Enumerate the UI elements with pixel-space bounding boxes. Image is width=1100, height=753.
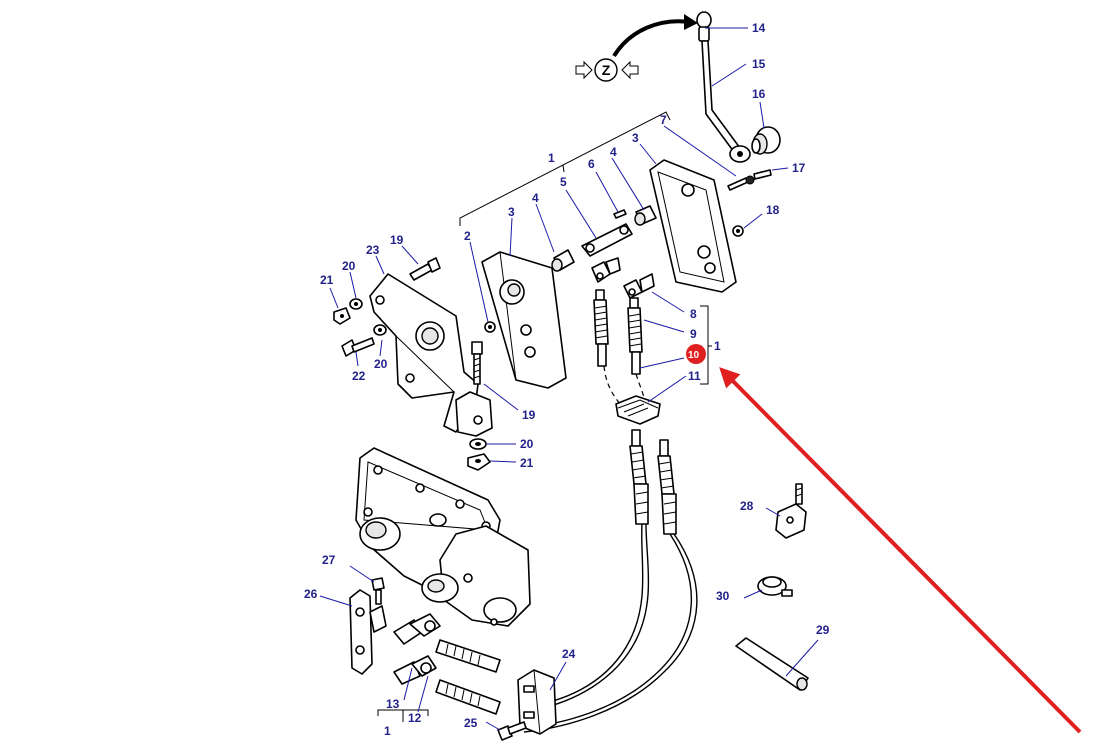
nut-21-bottom xyxy=(467,453,491,471)
callout-13: 13 xyxy=(386,697,400,711)
cable-end-upper-right xyxy=(627,297,643,375)
pin-6 xyxy=(613,209,627,219)
callout-19-top: 19 xyxy=(390,233,404,247)
z-circle xyxy=(594,58,618,82)
plate-right xyxy=(649,159,737,293)
callout-1-right: 1 xyxy=(714,339,721,353)
shift-cables xyxy=(519,523,698,733)
callout-29: 29 xyxy=(816,623,830,637)
group-bracket-bottom xyxy=(377,709,429,722)
ball-joint-lower xyxy=(393,655,501,715)
bolt-22 xyxy=(341,337,375,357)
plate-left xyxy=(481,251,567,389)
bolt-17 xyxy=(727,169,772,191)
callout-22: 22 xyxy=(352,369,366,383)
callout-1-top: 1 xyxy=(548,151,555,165)
callout-20-mid: 20 xyxy=(374,357,388,371)
highlight-arrow-icon xyxy=(719,367,1082,734)
bolt-25 xyxy=(497,721,527,741)
callout-labels: 1 2 3 3 4 4 5 6 7 8 9 10 1 11 14 15 16 1… xyxy=(304,21,830,738)
grommet-11 xyxy=(615,395,661,425)
clevis-left xyxy=(591,257,621,283)
group-bracket-top xyxy=(459,111,671,226)
callout-24: 24 xyxy=(562,647,576,661)
nut-21-top xyxy=(333,307,351,325)
callout-11: 11 xyxy=(688,369,701,383)
link-5 xyxy=(581,223,633,257)
gearbox-cover xyxy=(355,447,531,627)
group-bracket-right xyxy=(700,305,712,385)
nut-18 xyxy=(732,225,744,237)
washer-20-mid xyxy=(373,324,387,336)
callout-21-bottom: 21 xyxy=(520,456,534,470)
callout-5: 5 xyxy=(560,175,567,189)
callout-3-left: 3 xyxy=(508,205,515,219)
curved-arrow-icon xyxy=(612,19,691,58)
leader-lines xyxy=(319,27,819,731)
cable-end-lower-right xyxy=(657,439,677,535)
washer-20-bottom xyxy=(469,438,487,450)
lever-26 xyxy=(349,589,387,675)
cable-clip-30 xyxy=(757,576,793,597)
callout-1-bottom: 1 xyxy=(384,724,391,738)
highlight-marker xyxy=(686,344,706,364)
callout-12: 12 xyxy=(408,711,422,725)
sleeve-29 xyxy=(735,637,809,691)
callout-30: 30 xyxy=(716,589,730,603)
callout-3-right: 3 xyxy=(632,131,639,145)
callout-18: 18 xyxy=(766,203,780,217)
callout-27: 27 xyxy=(322,553,336,567)
cable-end-upper-left xyxy=(593,289,609,367)
bush-16 xyxy=(751,126,781,155)
callout-16: 16 xyxy=(752,87,766,101)
callout-20-top: 20 xyxy=(342,259,356,273)
callout-4-left: 4 xyxy=(532,191,539,205)
callout-7: 7 xyxy=(660,113,667,127)
callout-19-bottom: 19 xyxy=(522,408,536,422)
direction-z-label: Z xyxy=(602,62,611,78)
bracket-23 xyxy=(369,273,479,433)
callout-4-right: 4 xyxy=(610,145,617,159)
left-arrow-icon xyxy=(575,60,593,80)
clamp-28 xyxy=(775,483,807,539)
callout-26: 26 xyxy=(304,587,318,601)
nut-2 xyxy=(484,321,496,333)
callout-28: 28 xyxy=(740,499,754,513)
washer-20-top xyxy=(349,298,363,310)
callout-9: 9 xyxy=(690,327,697,341)
bolt-19-bottom xyxy=(471,341,483,385)
clevis-right xyxy=(623,273,655,299)
callout-23: 23 xyxy=(366,243,380,257)
callout-21-top: 21 xyxy=(320,273,334,287)
direction-symbol: Z xyxy=(575,14,698,82)
right-arrow-icon xyxy=(621,60,639,80)
callout-17: 17 xyxy=(792,161,806,175)
bracket-foot xyxy=(455,391,493,437)
gear-lever xyxy=(696,11,751,163)
bush-4-left xyxy=(551,249,575,272)
bolt-27 xyxy=(371,577,385,605)
ball-joint-upper xyxy=(393,613,501,673)
callout-20-bottom: 20 xyxy=(520,437,534,451)
callout-14: 14 xyxy=(752,21,766,35)
callout-15: 15 xyxy=(752,57,766,71)
callout-6: 6 xyxy=(588,157,595,171)
callout-10: 10 xyxy=(688,350,700,361)
callout-25: 25 xyxy=(464,716,478,730)
callout-8: 8 xyxy=(690,307,697,321)
bolt-19-top xyxy=(409,257,441,281)
cable-end-lower-left xyxy=(629,429,649,525)
callout-2: 2 xyxy=(464,229,471,243)
bush-4-right xyxy=(634,205,657,226)
